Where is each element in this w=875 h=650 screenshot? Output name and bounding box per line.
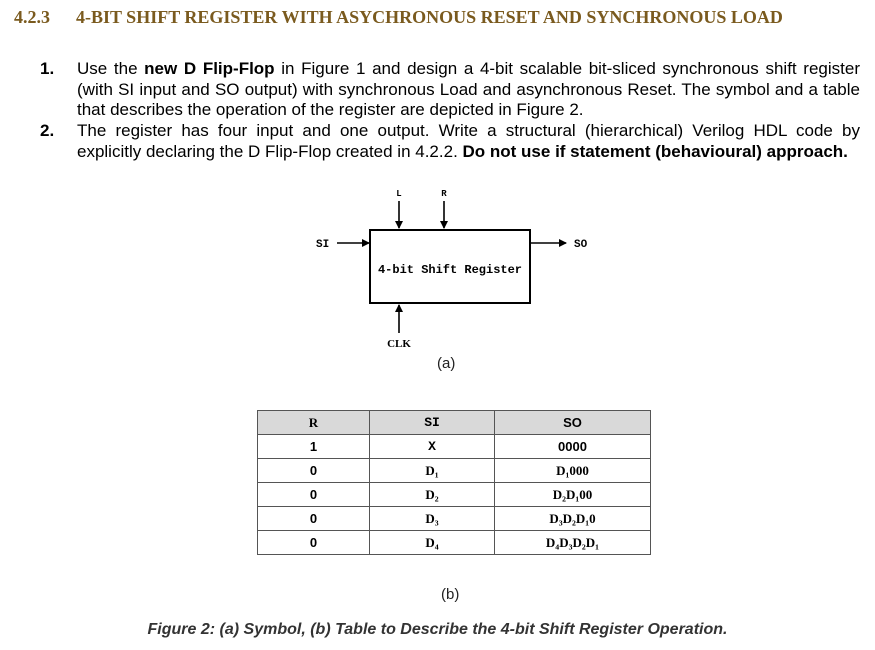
list-item-text: Use the new D Flip-Flop in Figure 1 and …	[77, 59, 860, 119]
table-sublabel: (b)	[441, 586, 460, 603]
list-item-number: 1.	[40, 59, 55, 78]
cell-si: D₂	[369, 482, 495, 507]
table-row: 0 D₃ D₃D₂D₁0	[257, 506, 651, 531]
list-item-number: 2.	[40, 121, 55, 140]
emphasis-dff: new D Flip-Flop	[144, 59, 275, 78]
cell-so: D₁000	[494, 458, 651, 483]
cell-si: D₁	[369, 458, 495, 483]
emphasis-no-if: Do not use if statement (behavioural) ap…	[462, 141, 848, 161]
cell-so: D₂D₁00	[494, 482, 651, 507]
figure-caption: Figure 2: (a) Symbol, (b) Table to Descr…	[147, 621, 728, 638]
cell-r: 0	[257, 458, 370, 483]
table-header-row: R SI SO	[257, 410, 651, 435]
table-row: 1 X 0000	[257, 434, 651, 459]
symbol-sublabel: (a)	[437, 355, 456, 372]
list-item-text: The register has four input and one outp…	[77, 121, 860, 161]
cell-r: 0	[257, 530, 370, 555]
l-label: L	[396, 189, 401, 199]
section-number: 4.2.3	[14, 7, 50, 27]
cell-so: D₃D₂D₁0	[494, 506, 651, 531]
register-block	[369, 229, 531, 304]
cell-r: 1	[257, 434, 370, 459]
cell-r: 0	[257, 482, 370, 507]
cell-r: 0	[257, 506, 370, 531]
si-label: SI	[316, 239, 329, 251]
cell-si: X	[369, 434, 495, 459]
so-label: SO	[574, 239, 588, 251]
table-row: 0 D₂ D₂D₁00	[257, 482, 651, 507]
r-label: R	[441, 189, 447, 199]
clk-label: CLK	[387, 338, 411, 350]
cell-si: D₄	[369, 530, 495, 555]
table-row: 0 D₁ D₁000	[257, 458, 651, 483]
cell-so: 0000	[494, 434, 651, 459]
header-si: SI	[369, 410, 495, 435]
cell-so: D₄D₃D₂D₁	[494, 530, 651, 555]
section-title: 4-BIT SHIFT REGISTER WITH ASYCHRONOUS RE…	[76, 7, 783, 27]
cell-si: D₃	[369, 506, 495, 531]
table-row: 0 D₄ D₄D₃D₂D₁	[257, 530, 651, 555]
header-so: SO	[494, 410, 651, 435]
header-r: R	[257, 410, 370, 435]
register-block-label: 4-bit Shift Register	[378, 263, 522, 277]
operation-table: R SI SO 1 X 0000 0 D₁ D₁000 0 D₂ D₂D₁00 …	[257, 410, 651, 555]
